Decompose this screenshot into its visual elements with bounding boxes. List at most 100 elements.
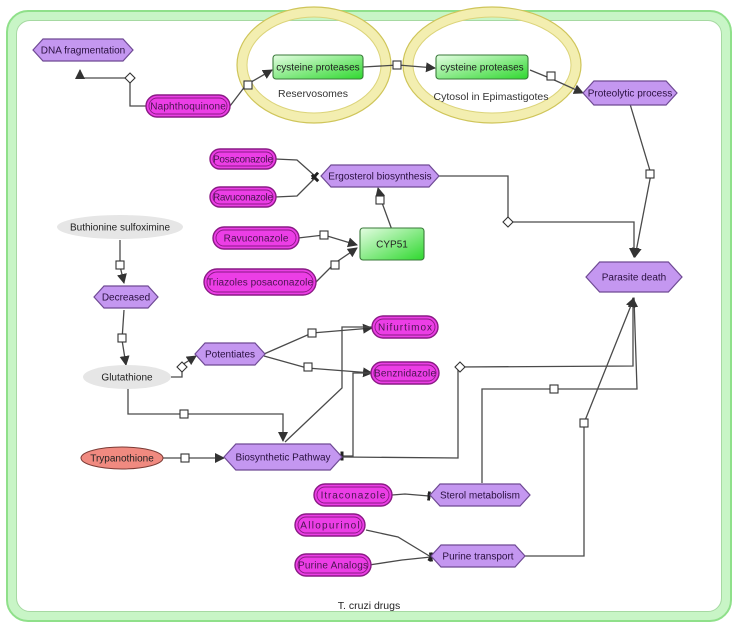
node-label: Purine transport	[442, 552, 513, 563]
modulation-diamond[interactable]	[124, 72, 136, 84]
edge-potent-nifur[interactable]	[263, 323, 373, 355]
edge-allo-purtr[interactable]	[365, 529, 435, 562]
process-marker[interactable]	[579, 418, 589, 428]
node-label: Itraconazole	[321, 491, 386, 502]
node-label: Sterol metabolism	[440, 491, 520, 502]
process-marker[interactable]	[549, 384, 559, 394]
node-ravu1[interactable]: Ravuconazole	[209, 186, 277, 208]
node-trypa[interactable]: Trypanothione	[80, 446, 164, 470]
process-marker[interactable]	[392, 60, 402, 70]
edge-proteo-parasite[interactable]	[629, 103, 652, 258]
process-shape	[223, 443, 343, 471]
node-cp2[interactable]: cysteine proteases	[435, 54, 529, 80]
process-shape	[582, 80, 678, 106]
edge-potent-benz[interactable]	[263, 355, 373, 378]
node-sterol[interactable]: Sterol metabolism	[429, 483, 531, 507]
drug-inner-border	[297, 516, 363, 534]
compartment-label: Reservosomes	[278, 88, 348, 100]
drug-shape	[209, 148, 277, 170]
edge-naph-dna[interactable]	[75, 69, 146, 107]
node-proteo[interactable]: Proteolytic process	[582, 80, 678, 106]
protein-shape	[272, 54, 364, 80]
process-marker[interactable]	[330, 260, 340, 270]
drug-inner-border	[215, 229, 297, 247]
modulation-diamond[interactable]	[454, 361, 466, 373]
compartment-cytosol[interactable]: Cytosol in Epimastigotes	[402, 6, 582, 124]
drug-shape	[145, 94, 231, 118]
node-label: cysteine proteases	[440, 63, 523, 74]
node-label: Buthionine sulfoximine	[70, 223, 170, 234]
edge-itra-sterol[interactable]	[391, 491, 431, 501]
process-marker[interactable]	[303, 362, 313, 372]
process-marker[interactable]	[307, 328, 317, 338]
drug-inner-border	[212, 189, 274, 205]
node-label: cysteine proteases	[276, 63, 359, 74]
process-marker[interactable]	[117, 333, 127, 343]
edge-ravu1-ergo[interactable]	[274, 173, 320, 198]
node-itra[interactable]: Itraconazole	[313, 483, 393, 507]
drug-shape	[212, 226, 300, 250]
edge-purtr-parasite[interactable]	[525, 297, 636, 557]
process-marker[interactable]	[180, 453, 190, 463]
node-benz[interactable]: Benznidazole	[370, 361, 440, 385]
node-decreased[interactable]: Decreased	[93, 285, 159, 309]
drug-inner-border	[148, 97, 228, 115]
process-shape	[585, 261, 683, 293]
node-label: Purine Analogs	[298, 561, 368, 572]
edge-posa-ergo[interactable]	[274, 158, 320, 181]
drug-inner-border	[212, 151, 274, 167]
process-marker[interactable]	[375, 195, 385, 205]
node-glut[interactable]: Glutathione	[83, 365, 171, 389]
drug-shape	[203, 268, 317, 296]
node-ravu2[interactable]: Ravuconazole	[212, 226, 300, 250]
node-ergo[interactable]: Ergosterol biosynthesis	[320, 164, 440, 188]
node-label: Potentiates	[205, 350, 255, 361]
node-potent[interactable]: Potentiates	[194, 342, 266, 366]
edge-sterol-parasite[interactable]	[481, 297, 638, 483]
drug-shape	[294, 513, 366, 537]
drug-inner-border	[373, 364, 437, 382]
process-marker[interactable]	[319, 230, 329, 240]
edge-nifur-biosyn[interactable]	[284, 326, 372, 443]
node-cyp51[interactable]: CYP51	[359, 227, 425, 261]
node-label: DNA fragmentation	[41, 46, 126, 57]
node-naph[interactable]: Naphthoquinone	[145, 94, 231, 118]
node-purana[interactable]: Purine Analogs	[294, 553, 372, 577]
diagram-title: T. cruzi drugs	[338, 600, 400, 612]
process-marker[interactable]	[645, 169, 655, 179]
process-marker[interactable]	[179, 409, 189, 419]
node-allo[interactable]: Allopurinol	[294, 513, 366, 537]
node-purtr[interactable]: Purine transport	[430, 544, 526, 568]
node-label: Parasite death	[602, 273, 667, 284]
node-label: Posaconazole	[213, 155, 273, 166]
drug-shape	[209, 186, 277, 208]
node-label: Ravuconazole	[224, 234, 289, 245]
process-shape	[194, 342, 266, 366]
node-parasite[interactable]: Parasite death	[585, 261, 683, 293]
node-label: Proteolytic process	[588, 89, 672, 100]
node-cp1[interactable]: cysteine proteases	[272, 54, 364, 80]
edge-ergo-parasite[interactable]	[438, 175, 639, 258]
node-posa[interactable]: Posaconazole	[209, 148, 277, 170]
node-label: Ergosterol biosynthesis	[328, 172, 431, 183]
compartment-reservosomes[interactable]: Reservosomes	[236, 6, 392, 124]
drug-inner-border	[297, 556, 369, 574]
protein-shape	[435, 54, 529, 80]
process-marker[interactable]	[115, 260, 125, 270]
edge-purana-purtr[interactable]	[368, 552, 433, 566]
process-marker[interactable]	[243, 80, 253, 90]
edge-glut-biosyn[interactable]	[127, 389, 288, 442]
modulation-diamond[interactable]	[176, 361, 188, 373]
edge-benz-biosyn[interactable]	[340, 372, 372, 461]
node-nifur[interactable]: Nifurtimox	[371, 315, 439, 339]
modulation-diamond[interactable]	[502, 216, 514, 228]
node-bso[interactable]: Buthionine sulfoximine	[57, 215, 183, 239]
process-shape	[429, 483, 531, 507]
node-triaz[interactable]: Triazoles posaconazole	[203, 268, 317, 296]
node-biosyn[interactable]: Biosynthetic Pathway	[223, 443, 343, 471]
edge-cyp51-ergo[interactable]	[375, 187, 393, 231]
node-dna[interactable]: DNA fragmentation	[32, 38, 134, 62]
process-marker[interactable]	[546, 71, 556, 81]
node-label: CYP51	[376, 240, 408, 251]
